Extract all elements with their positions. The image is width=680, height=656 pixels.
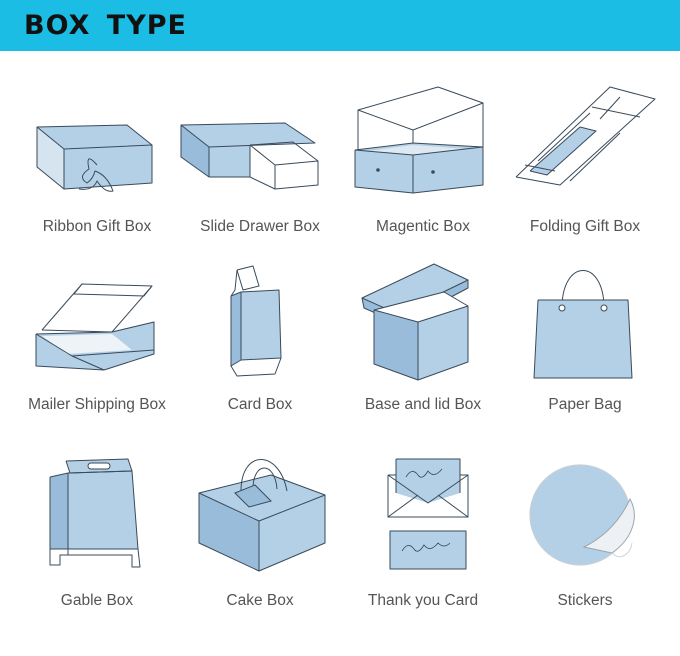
paper-bag-icon bbox=[533, 270, 633, 379]
box-type-item: Stickers bbox=[500, 455, 670, 615]
box-type-label: Gable Box bbox=[60, 592, 134, 609]
stickers-icon bbox=[529, 464, 635, 566]
box-type-item: Ribbon Gift Box bbox=[12, 85, 182, 245]
box-type-label: Base and lid Box bbox=[364, 396, 482, 413]
box-type-item: Thank you Card bbox=[338, 455, 508, 615]
box-type-label: Magentic Box bbox=[376, 218, 470, 235]
box-type-label: Mailer Shipping Box bbox=[28, 396, 166, 413]
box-type-item: Card Box bbox=[175, 262, 345, 422]
folding-gift-box-icon bbox=[515, 86, 656, 186]
page-title: BOX TYPE bbox=[24, 10, 187, 41]
box-type-item: Gable Box bbox=[12, 455, 182, 615]
box-type-item: Cake Box bbox=[175, 455, 345, 615]
magnetic-box-icon bbox=[354, 86, 484, 194]
header-banner: BOX TYPE bbox=[0, 0, 680, 51]
box-type-item: Base and lid Box bbox=[338, 262, 508, 422]
box-type-label: Card Box bbox=[227, 396, 293, 413]
card-box-icon bbox=[230, 265, 282, 377]
slide-drawer-box-icon bbox=[180, 122, 319, 190]
box-type-label: Paper Bag bbox=[548, 396, 622, 413]
cake-box-icon bbox=[198, 459, 326, 572]
box-type-item: Magentic Box bbox=[338, 85, 508, 245]
thank-you-card-icon bbox=[387, 458, 469, 570]
box-type-label: Ribbon Gift Box bbox=[42, 218, 152, 235]
box-type-label: Cake Box bbox=[226, 592, 294, 609]
box-type-label: Slide Drawer Box bbox=[200, 218, 320, 235]
box-type-label: Folding Gift Box bbox=[529, 218, 641, 235]
box-type-label: Stickers bbox=[557, 592, 613, 609]
base-and-lid-box-icon bbox=[361, 263, 469, 381]
box-type-label: Thank you Card bbox=[367, 592, 479, 609]
box-type-item: Paper Bag bbox=[500, 262, 670, 422]
ribbon-gift-box-icon bbox=[36, 124, 153, 192]
mailer-shipping-box-icon bbox=[35, 283, 155, 371]
box-type-item: Mailer Shipping Box bbox=[12, 262, 182, 422]
gable-box-icon bbox=[49, 458, 141, 568]
box-type-item: Slide Drawer Box bbox=[175, 85, 345, 245]
box-type-item: Folding Gift Box bbox=[500, 85, 670, 245]
